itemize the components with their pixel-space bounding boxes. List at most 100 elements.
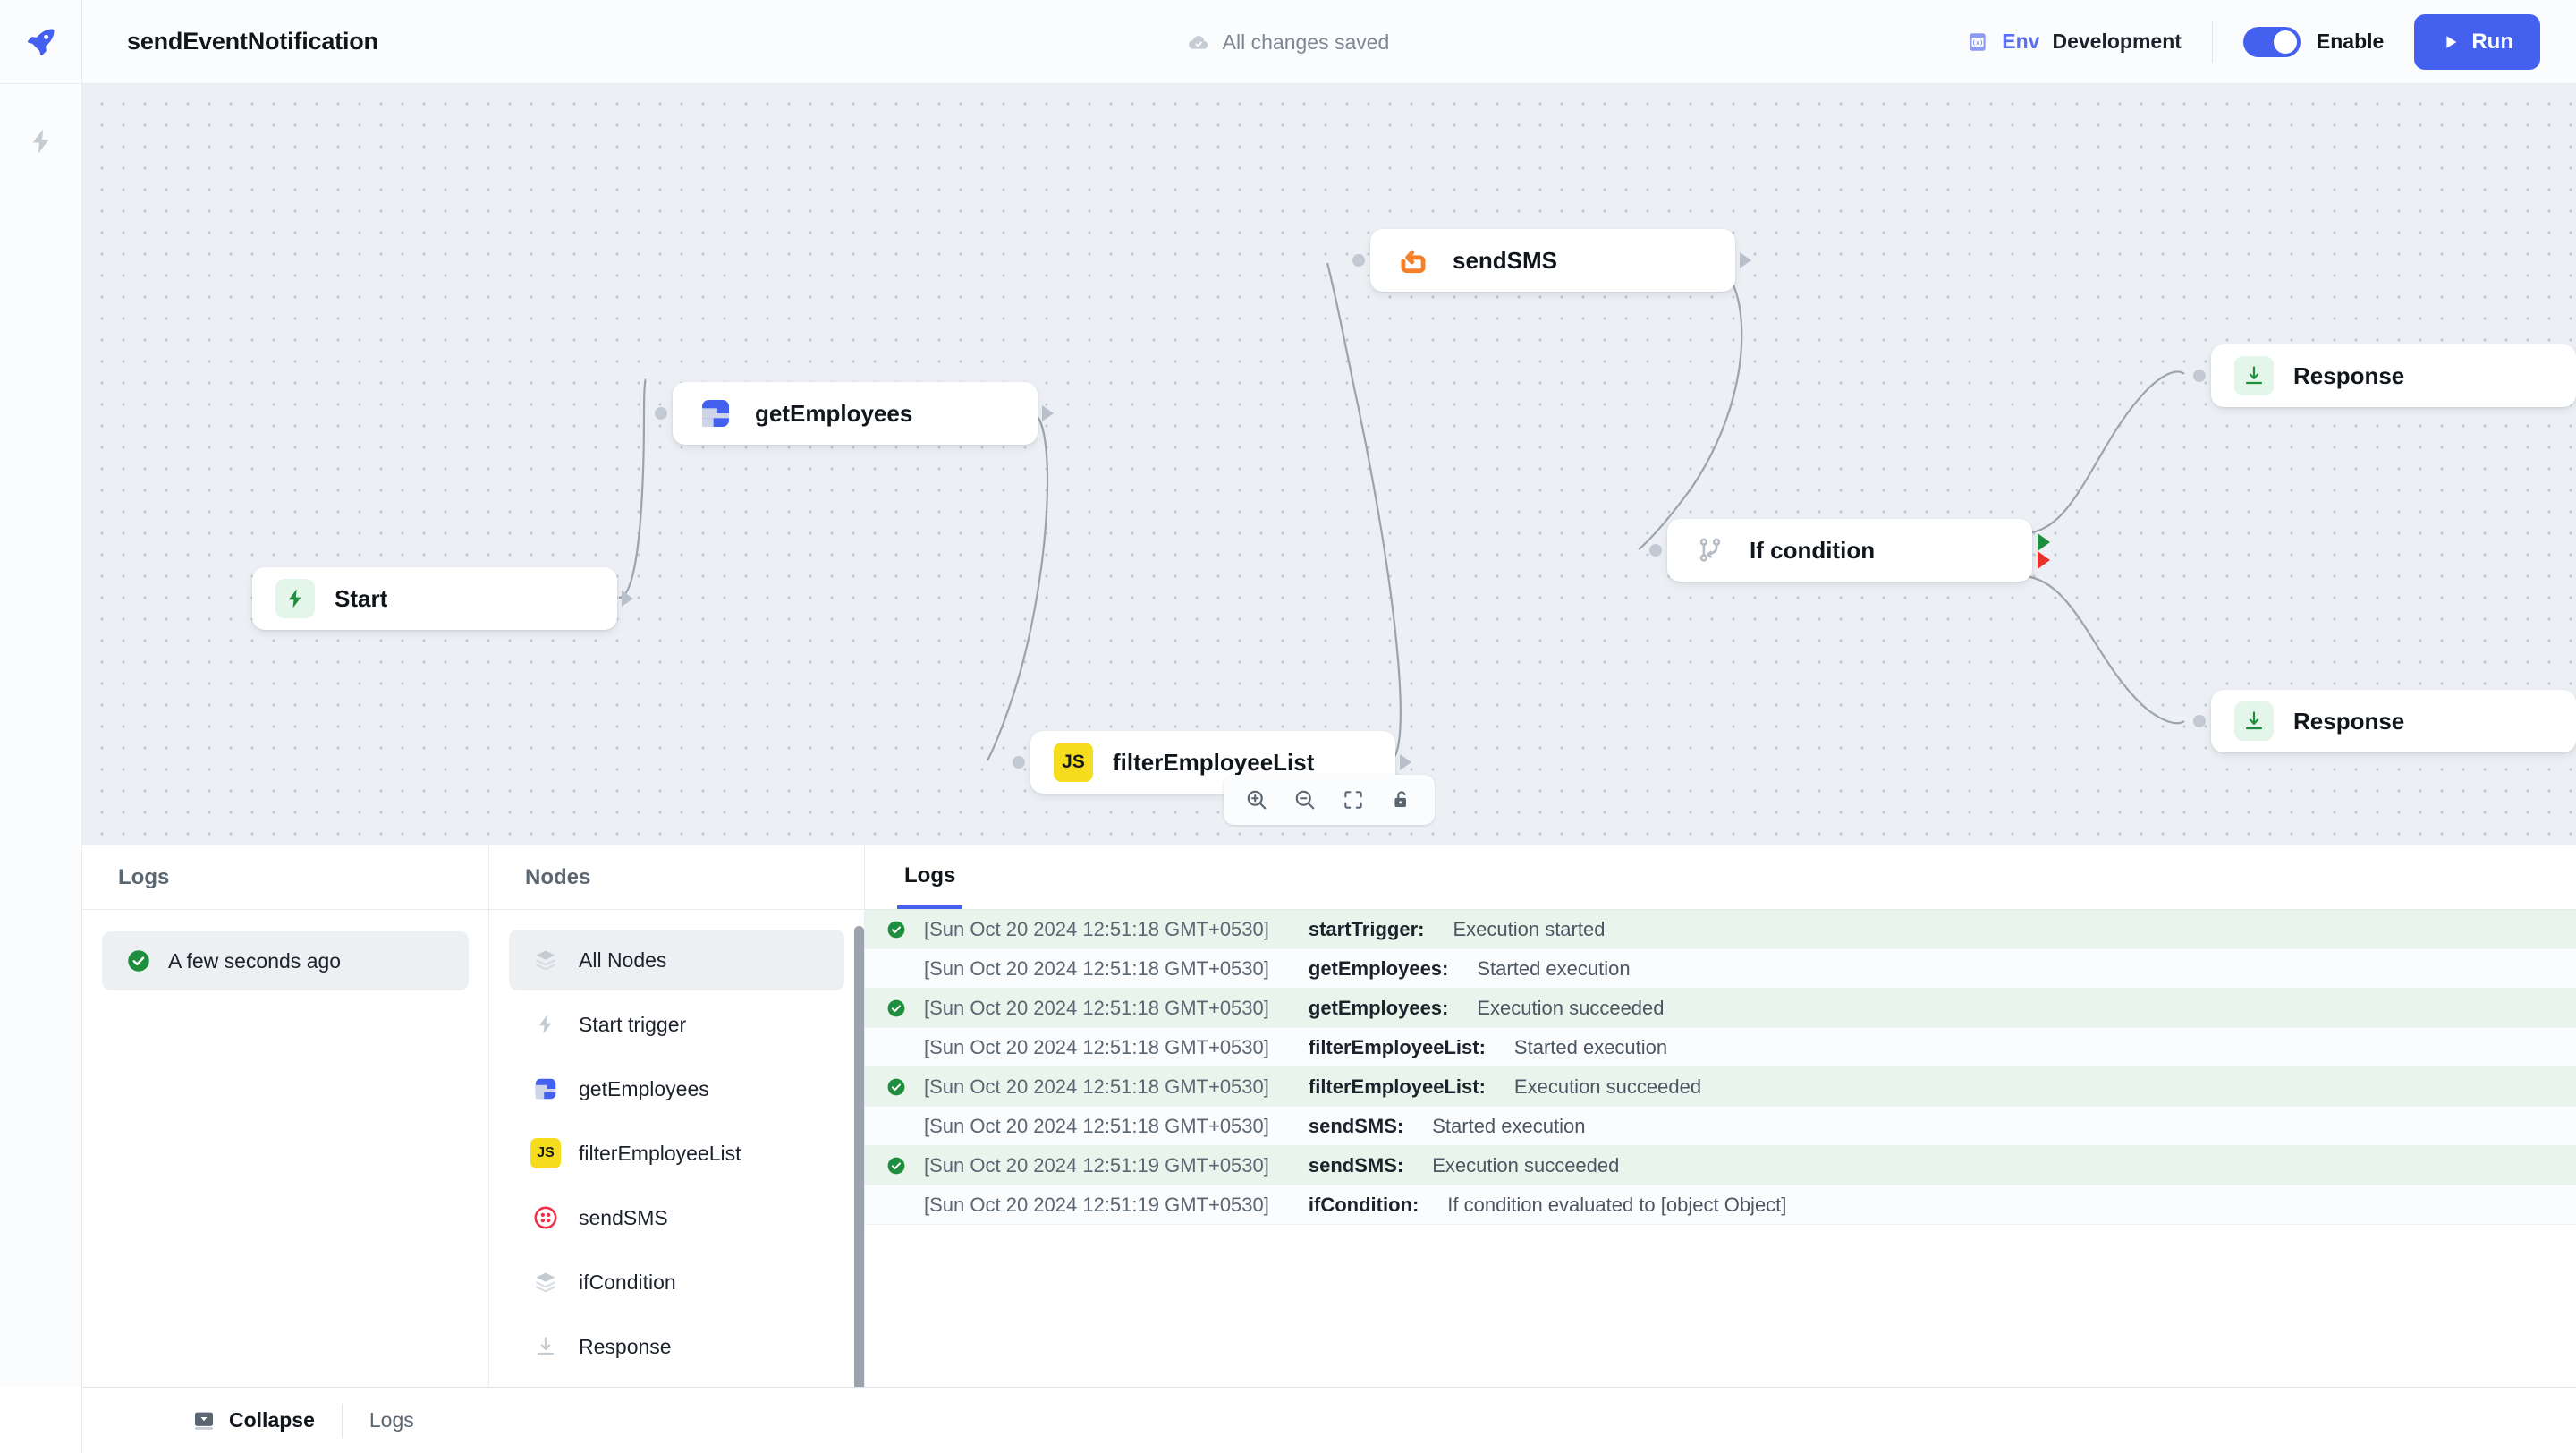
node-list-item-label: Response <box>579 1334 672 1358</box>
node-input-handle[interactable] <box>655 407 667 420</box>
canvas-node-ifcondition[interactable]: If condition <box>1649 519 2050 582</box>
workflow-title-zone: sendEventNotification <box>82 0 378 83</box>
canvas-node-sendsms[interactable]: sendSMS <box>1352 229 1751 292</box>
node-input-handle[interactable] <box>1352 254 1365 267</box>
page-title: sendEventNotification <box>127 28 378 55</box>
canvas-node-start[interactable]: Start <box>252 567 633 630</box>
node-list-item-all-nodes[interactable]: All Nodes <box>509 930 844 990</box>
twilio-icon <box>530 1202 561 1233</box>
zoom-out-icon[interactable] <box>1284 779 1326 820</box>
environment-selector[interactable]: (x) Env Development <box>1966 30 2212 54</box>
node-list-item-label: All Nodes <box>579 947 667 972</box>
node-output-handle[interactable] <box>1400 754 1411 770</box>
statusbar-logs-tab[interactable]: Logs <box>343 1408 441 1432</box>
fit-view-icon[interactable] <box>1333 779 1374 820</box>
log-row[interactable]: [Sun Oct 20 2024 12:51:18 GMT+0530] filte… <box>865 1067 2576 1107</box>
node-output-handle-true[interactable] <box>2038 533 2050 551</box>
log-status-icon <box>885 998 908 1019</box>
js-icon: JS <box>530 1138 561 1168</box>
node-list-item-label: filterEmployeeList <box>579 1141 741 1165</box>
collapse-label: Collapse <box>229 1408 315 1432</box>
node-output-handle[interactable] <box>1042 405 1054 421</box>
run-button[interactable]: Run <box>2414 13 2540 70</box>
node-output-handle[interactable] <box>622 591 633 607</box>
run-timestamp: A few seconds ago <box>168 948 342 973</box>
node-list-item-start-trigger[interactable]: Start trigger <box>509 994 844 1055</box>
log-row[interactable]: [Sun Oct 20 2024 12:51:18 GMT+0530]start… <box>865 910 2576 949</box>
runs-column: Logs A few seconds ago <box>82 845 489 1387</box>
log-node-name: getEmployees: <box>1308 996 1449 1019</box>
log-row[interactable]: [Sun Oct 20 2024 12:51:18 GMT+0530]sendS… <box>865 1107 2576 1146</box>
log-row[interactable]: [Sun Oct 20 2024 12:51:19 GMT+0530] ifCon… <box>865 1185 2576 1225</box>
canvas-node-response-false[interactable]: Response <box>2193 690 2576 752</box>
canvas-node-label: sendSMS <box>1453 246 1558 274</box>
canvas-node-getemployees[interactable]: getEmployees <box>655 382 1054 445</box>
log-status-icon <box>885 1076 908 1098</box>
log-message: Execution succeeded <box>1432 1153 1620 1177</box>
node-input-handle[interactable] <box>2193 370 2206 382</box>
log-timestamp: [Sun Oct 20 2024 12:51:18 GMT+0530] <box>924 1035 1269 1058</box>
env-value: Development <box>2052 30 2182 53</box>
app-logo[interactable] <box>0 0 82 83</box>
left-rail <box>0 84 82 1453</box>
log-timestamp: [Sun Oct 20 2024 12:51:19 GMT+0530] <box>924 1153 1269 1177</box>
log-message: Started execution <box>1513 1035 1668 1058</box>
save-status-text: All changes saved <box>1222 30 1390 54</box>
enable-toggle[interactable] <box>2242 26 2301 57</box>
runs-column-header: Logs <box>82 845 488 910</box>
node-list-item-sendsms[interactable]: sendSMS <box>509 1187 844 1248</box>
api-icon <box>696 394 735 433</box>
log-timestamp: [Sun Oct 20 2024 12:51:19 GMT+0530] <box>924 1193 1269 1216</box>
node-output-handle[interactable] <box>1740 252 1751 268</box>
lightning-bolt-icon <box>530 1009 561 1040</box>
canvas-node-response-true[interactable]: Response <box>2193 344 2576 407</box>
list-item[interactable]: A few seconds ago <box>102 931 469 990</box>
log-row[interactable]: [Sun Oct 20 2024 12:51:18 GMT+0530]filte… <box>865 1028 2576 1067</box>
log-row[interactable]: [Sun Oct 20 2024 12:51:18 GMT+0530]getEm… <box>865 949 2576 989</box>
log-status-icon <box>885 1155 908 1177</box>
check-circle-icon <box>887 921 905 938</box>
node-list-item-response-disabled[interactable]: Response <box>509 1381 844 1387</box>
tab-logs[interactable]: Logs <box>897 845 963 909</box>
sidebar-item-triggers[interactable] <box>16 116 66 166</box>
log-timestamp: [Sun Oct 20 2024 12:51:18 GMT+0530] <box>924 1075 1269 1098</box>
unlock-icon[interactable] <box>1381 779 1422 820</box>
node-list-item-getemployees[interactable]: getEmployees <box>509 1058 844 1119</box>
collapse-button[interactable]: Collapse <box>165 1408 342 1433</box>
log-message: Execution succeeded <box>1477 996 1665 1019</box>
log-row[interactable]: [Sun Oct 20 2024 12:51:19 GMT+0530]sendS… <box>865 1146 2576 1185</box>
zoom-in-icon[interactable] <box>1236 779 1277 820</box>
log-node-name: filterEmployeeList: <box>1308 1075 1486 1098</box>
log-node-name: ifCondition: <box>1308 1193 1419 1216</box>
nodes-column: Nodes <box>489 845 865 1387</box>
enable-zone: Enable <box>2213 26 2414 57</box>
node-input-handle[interactable] <box>1649 544 1662 557</box>
canvas-node-filteremployeelist[interactable]: JS filterEmployeeList <box>1013 731 1411 794</box>
cloud-check-icon <box>1188 36 1208 49</box>
canvas-node-label: Response <box>2293 707 2405 735</box>
node-input-handle[interactable] <box>1013 756 1025 769</box>
layers-icon <box>530 1267 561 1297</box>
nodes-list-body: All Nodes Start trigger <box>489 910 864 1387</box>
js-icon: JS <box>1054 743 1093 782</box>
git-branch-icon <box>1690 531 1730 570</box>
node-list-item-response[interactable]: Response <box>509 1316 844 1377</box>
canvas-node-label: Start <box>335 584 388 612</box>
log-row[interactable]: [Sun Oct 20 2024 12:51:18 GMT+0530]getEm… <box>865 989 2576 1028</box>
node-input-handle[interactable] <box>2193 715 2206 727</box>
run-button-label: Run <box>2471 29 2513 54</box>
log-timestamp: [Sun Oct 20 2024 12:51:18 GMT+0530] <box>924 917 1269 940</box>
log-node-name: getEmployees: <box>1308 956 1449 980</box>
log-message: Started execution <box>1432 1114 1586 1137</box>
nodes-list-scrollbar[interactable] <box>854 926 864 1387</box>
node-list-item-filteremployeelist[interactable]: JS filterEmployeeList <box>509 1123 844 1184</box>
divider <box>2211 21 2213 63</box>
enable-label: Enable <box>2316 30 2385 53</box>
flow-canvas[interactable]: Start getEmployees <box>82 84 2576 845</box>
node-output-handle-false[interactable] <box>2038 551 2050 569</box>
node-list-item-ifcondition[interactable]: ifCondition <box>509 1252 844 1313</box>
node-list-item-label: ifCondition <box>579 1270 676 1294</box>
variable-icon: (x) <box>1970 32 1986 51</box>
editor-body: Start getEmployees <box>0 84 2576 1453</box>
